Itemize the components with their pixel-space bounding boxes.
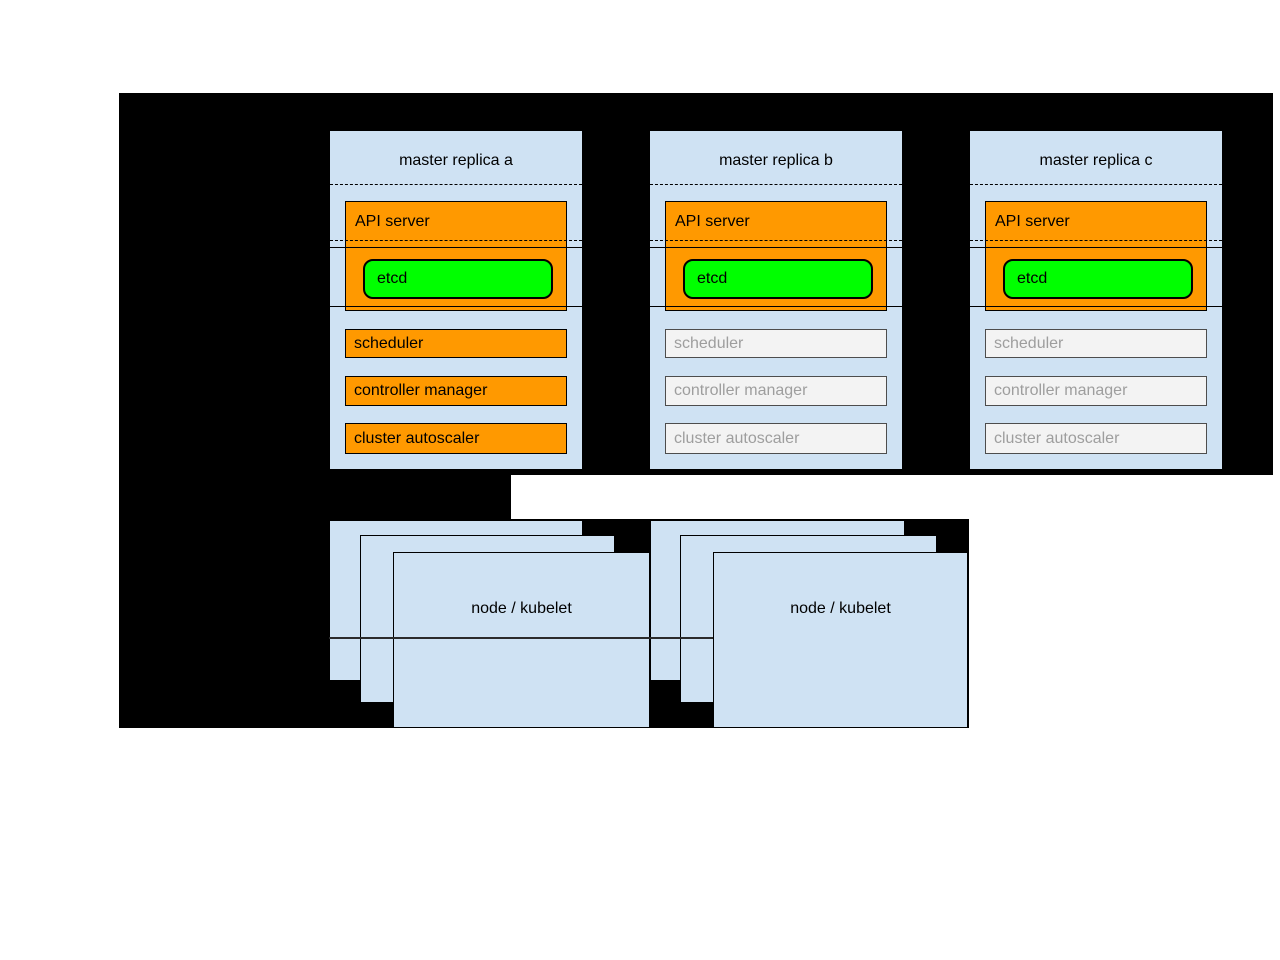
node-kubelet-box-1: node / kubelet	[393, 552, 650, 728]
dashed-divider	[970, 240, 1222, 241]
master-replica-b-title: master replica b	[719, 152, 833, 169]
scheduler-box: scheduler	[345, 329, 567, 358]
api-server-box: API server etcd	[665, 201, 887, 311]
etcd-box: etcd	[1003, 259, 1193, 299]
dashed-divider	[330, 184, 582, 185]
master-replica-a-title: master replica a	[399, 152, 513, 169]
node-kubelet-box-2: node / kubelet	[713, 552, 968, 728]
etcd-band-line-bottom	[330, 306, 582, 307]
api-server-box: API server etcd	[345, 201, 567, 311]
master-replica-c-title: master replica c	[1039, 152, 1153, 169]
api-server-label: API server	[355, 213, 430, 230]
etcd-box: etcd	[363, 259, 553, 299]
etcd-band-line-bottom	[650, 306, 902, 307]
api-server-label: API server	[675, 213, 750, 230]
cluster-autoscaler-box: cluster autoscaler	[345, 423, 567, 454]
dashed-divider	[970, 184, 1222, 185]
node-stack-divider-line	[329, 637, 713, 639]
dashed-divider	[650, 184, 902, 185]
api-server-label: API server	[995, 213, 1070, 230]
dashed-divider	[330, 240, 582, 241]
dashed-divider	[650, 240, 902, 241]
controller-manager-box: controller manager	[665, 376, 887, 406]
master-replica-c-panel: master replica c API server etcd schedul…	[969, 130, 1223, 470]
controller-manager-box: controller manager	[985, 376, 1207, 406]
etcd-band-line-top	[970, 247, 1222, 248]
node-kubelet-label-1: node / kubelet	[471, 600, 572, 617]
cluster-autoscaler-box: cluster autoscaler	[665, 423, 887, 454]
cluster-autoscaler-box: cluster autoscaler	[985, 423, 1207, 454]
scheduler-box: scheduler	[665, 329, 887, 358]
api-server-box: API server etcd	[985, 201, 1207, 311]
node-kubelet-label-2: node / kubelet	[790, 600, 891, 617]
etcd-box: etcd	[683, 259, 873, 299]
scheduler-box: scheduler	[985, 329, 1207, 358]
etcd-band-line-top	[330, 247, 582, 248]
etcd-band-line-top	[650, 247, 902, 248]
master-replica-a-panel: master replica a API server etcd schedul…	[329, 130, 583, 470]
etcd-band-line-bottom	[970, 306, 1222, 307]
controller-manager-box: controller manager	[345, 376, 567, 406]
master-replica-b-panel: master replica b API server etcd schedul…	[649, 130, 903, 470]
